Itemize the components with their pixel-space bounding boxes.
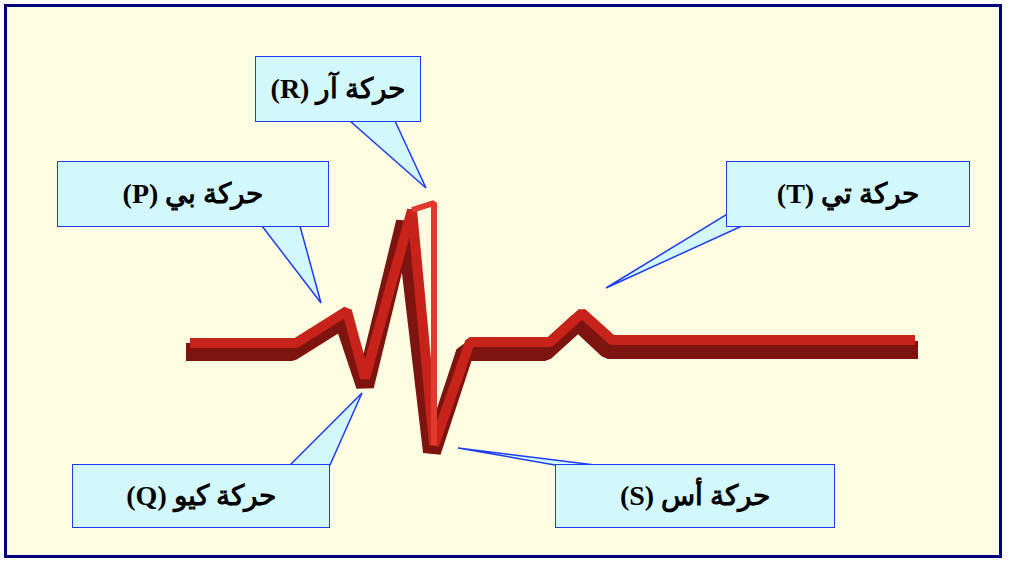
callout-box: حركة أس (S)	[555, 464, 835, 528]
callout-box: حركة كيو (Q)	[72, 464, 330, 528]
callout-label: حركة تي (T)	[777, 177, 919, 211]
callout-pointer	[350, 121, 426, 188]
ecg-ribbon-highlight	[412, 203, 434, 445]
callout-box: حركة آر (R)	[255, 56, 421, 122]
callout-pointer	[262, 226, 321, 303]
callout-pointer	[458, 448, 595, 465]
callout-label: حركة بي (P)	[123, 177, 264, 211]
callout-label: حركة كيو (Q)	[126, 479, 275, 513]
ecg-ribbon-top	[190, 210, 915, 445]
callout-pointer	[606, 205, 742, 288]
callout-box: حركة تي (T)	[726, 161, 970, 227]
callout-pointer	[290, 393, 362, 465]
callout-box: حركة بي (P)	[57, 161, 329, 227]
callout-label: حركة أس (S)	[620, 479, 770, 513]
callout-label: حركة آر (R)	[271, 72, 406, 106]
